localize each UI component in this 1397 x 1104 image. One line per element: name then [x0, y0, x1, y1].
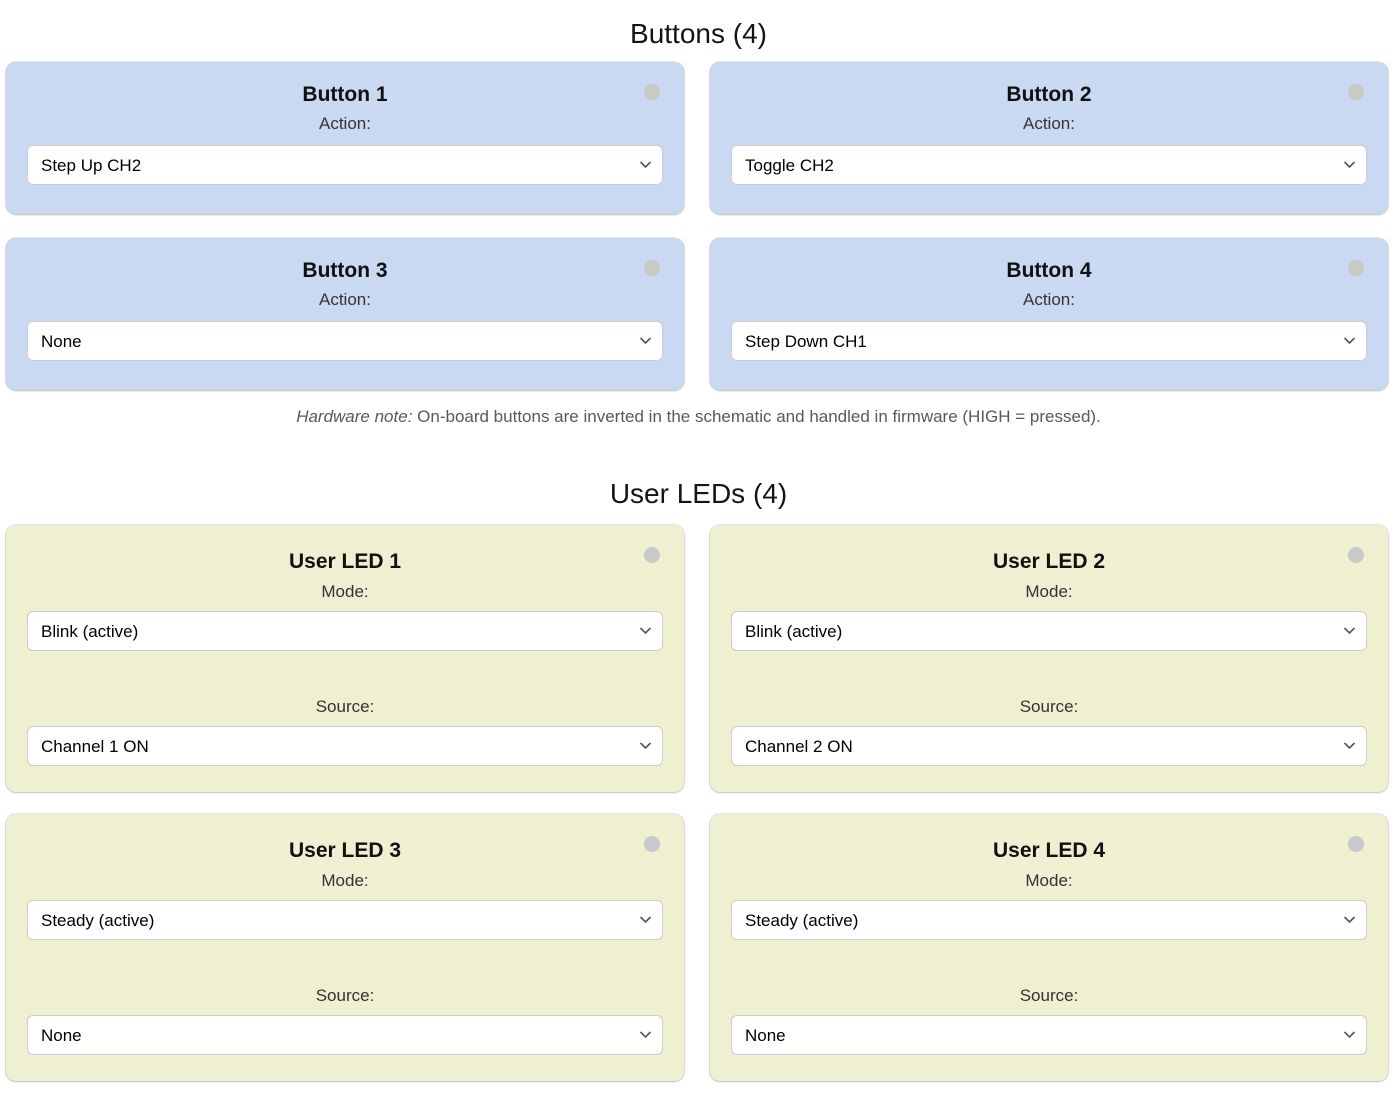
button-4-card: Button 4 Action: Step Down CH1	[710, 238, 1388, 390]
button-3-action-select-wrap: None	[27, 321, 663, 361]
button-4-action-select-wrap: Step Down CH1	[731, 321, 1367, 361]
card-title: Button 3	[302, 259, 388, 282]
user-led-4-mode-select-wrap: Steady (active)	[731, 900, 1367, 940]
button-2-status-indicator	[1348, 84, 1364, 100]
user-led-2-status-indicator	[1348, 547, 1364, 563]
user-led-2-mode-select[interactable]: Blink (active)	[731, 611, 1367, 651]
source-label: Source:	[315, 986, 375, 1005]
leds-section-heading: User LEDs (4)	[609, 478, 788, 509]
user-led-4-card: User LED 4 Mode: Steady (active) Source:…	[710, 814, 1388, 1081]
button-1-action-select[interactable]: Step Up CH2	[27, 145, 663, 185]
user-led-2-source-select-wrap: Channel 2 ON	[731, 726, 1367, 766]
button-3-status-indicator	[644, 260, 660, 276]
user-led-1-status-indicator	[644, 547, 660, 563]
user-led-1-mode-select-wrap: Blink (active)	[27, 611, 663, 651]
user-led-4-mode-select[interactable]: Steady (active)	[731, 900, 1367, 940]
buttons-section-heading: Buttons (4)	[630, 18, 767, 49]
mode-label: Mode:	[321, 582, 369, 601]
button-3-action-select[interactable]: None	[27, 321, 663, 361]
hardware-note-prefix: Hardware note:	[296, 407, 413, 426]
action-label: Action:	[1023, 114, 1075, 133]
user-led-4-source-select[interactable]: None	[731, 1015, 1367, 1055]
user-led-4-source-select-wrap: None	[731, 1015, 1367, 1055]
mode-label: Mode:	[1025, 871, 1073, 890]
action-label: Action:	[1023, 290, 1075, 309]
user-led-3-card: User LED 3 Mode: Steady (active) Source:…	[6, 814, 684, 1081]
card-title: Button 4	[1006, 259, 1092, 282]
button-2-action-select[interactable]: Toggle CH2	[731, 145, 1367, 185]
button-1-action-select-wrap: Step Up CH2	[27, 145, 663, 185]
leds-grid: User LED 1 Mode: Blink (active) Source: …	[0, 525, 1397, 1081]
action-label: Action:	[319, 114, 371, 133]
mode-label: Mode:	[321, 871, 369, 890]
user-led-3-status-indicator	[644, 836, 660, 852]
card-title: User LED 2	[992, 550, 1106, 573]
hardware-note-text: On-board buttons are inverted in the sch…	[412, 407, 1101, 426]
hardware-note: Hardware note: On-board buttons are inve…	[0, 406, 1397, 428]
user-led-3-source-select[interactable]: None	[27, 1015, 663, 1055]
button-2-card: Button 2 Action: Toggle CH2	[710, 62, 1388, 214]
user-led-3-mode-select-wrap: Steady (active)	[27, 900, 663, 940]
button-1-status-indicator	[644, 84, 660, 100]
config-page: Buttons (4) Button 1 Action: Step Up CH2…	[0, 16, 1397, 1104]
user-led-1-source-select[interactable]: Channel 1 ON	[27, 726, 663, 766]
button-2-action-select-wrap: Toggle CH2	[731, 145, 1367, 185]
user-led-1-source-select-wrap: Channel 1 ON	[27, 726, 663, 766]
source-label: Source:	[1019, 986, 1079, 1005]
button-1-card: Button 1 Action: Step Up CH2	[6, 62, 684, 214]
user-led-1-card: User LED 1 Mode: Blink (active) Source: …	[6, 525, 684, 792]
user-led-2-mode-select-wrap: Blink (active)	[731, 611, 1367, 651]
user-led-3-source-select-wrap: None	[27, 1015, 663, 1055]
user-led-1-mode-select[interactable]: Blink (active)	[27, 611, 663, 651]
card-title: User LED 1	[288, 550, 402, 573]
user-led-4-status-indicator	[1348, 836, 1364, 852]
source-label: Source:	[1019, 697, 1079, 716]
card-title: Button 2	[1006, 83, 1092, 106]
buttons-grid: Button 1 Action: Step Up CH2 Button 2 Ac…	[0, 62, 1397, 390]
user-led-3-mode-select[interactable]: Steady (active)	[27, 900, 663, 940]
action-label: Action:	[319, 290, 371, 309]
user-led-2-source-select[interactable]: Channel 2 ON	[731, 726, 1367, 766]
button-4-status-indicator	[1348, 260, 1364, 276]
mode-label: Mode:	[1025, 582, 1073, 601]
button-4-action-select[interactable]: Step Down CH1	[731, 321, 1367, 361]
source-label: Source:	[315, 697, 375, 716]
card-title: User LED 3	[288, 839, 402, 862]
user-led-2-card: User LED 2 Mode: Blink (active) Source: …	[710, 525, 1388, 792]
button-3-card: Button 3 Action: None	[6, 238, 684, 390]
card-title: User LED 4	[992, 839, 1106, 862]
card-title: Button 1	[302, 83, 388, 106]
